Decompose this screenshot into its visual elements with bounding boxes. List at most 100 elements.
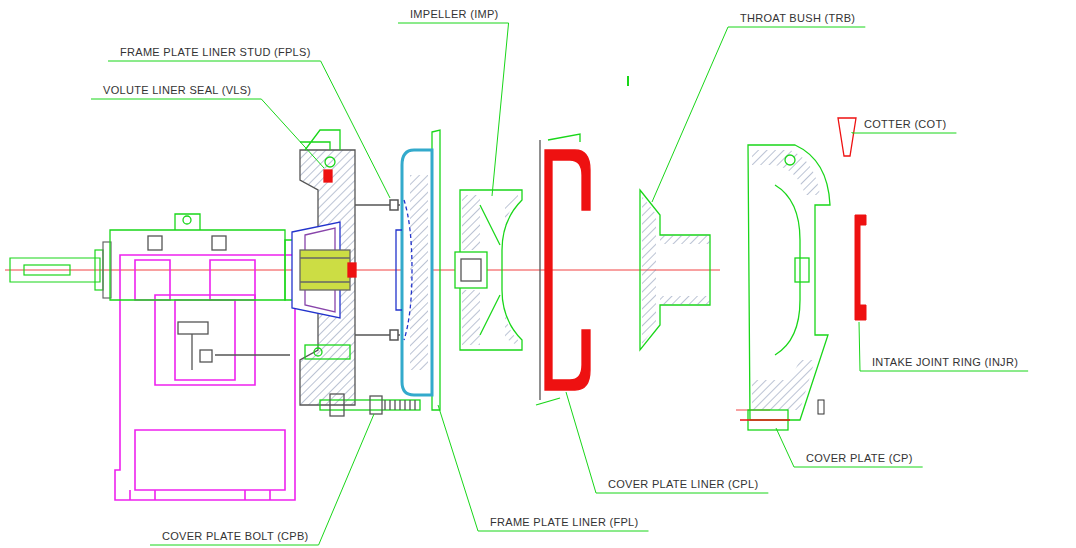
liner-stud (390, 200, 398, 210)
leader-line (319, 414, 374, 545)
frame-plate-liner (402, 150, 432, 395)
leader-line (859, 322, 860, 371)
bearing-housing (110, 214, 290, 370)
part-label: IMPELLER (IMP) (410, 8, 499, 21)
leader-line (776, 428, 794, 467)
part-label: FRAME PLATE LINER STUD (FPLS) (120, 46, 311, 59)
cover-plate-liner (536, 134, 590, 405)
shaft (24, 265, 70, 275)
cover-plate (752, 360, 815, 410)
frame-plate-liner (396, 230, 402, 310)
bearing-pedestal (115, 255, 295, 500)
shaft (10, 242, 111, 298)
throat-bush (640, 190, 710, 350)
bearing-pedestal (135, 260, 170, 300)
part-label: COVER PLATE (CP) (806, 452, 913, 465)
marker (818, 400, 824, 414)
liner-stud (390, 330, 398, 340)
impeller (480, 295, 500, 335)
label-underline (398, 23, 509, 24)
bearing-pedestal (130, 490, 270, 500)
frame-plate (348, 263, 356, 277)
frame-plate (305, 345, 350, 359)
impeller (480, 205, 500, 245)
bearing-housing (110, 230, 285, 300)
throat-bush (660, 235, 710, 244)
bearing-pedestal (175, 300, 235, 380)
label-underline (91, 99, 261, 100)
bearing-housing (191, 334, 192, 370)
cover-plate (785, 155, 795, 165)
intake-joint-ring (855, 215, 866, 320)
shaft (95, 250, 103, 290)
part-label: THROAT BUSH (TRB) (740, 12, 855, 25)
frame-plate-liner (396, 130, 440, 410)
label-underline (728, 27, 865, 28)
bearing-housing (148, 236, 162, 250)
leader-line (566, 392, 596, 493)
part-label: COVER PLATE LINER (CPL) (608, 478, 758, 491)
bearing-pedestal (115, 255, 295, 500)
cover-plate-bolt (370, 396, 382, 414)
bearing-housing (215, 354, 290, 355)
throat-bush (640, 190, 710, 350)
frame-plate (314, 348, 322, 356)
impeller (505, 310, 518, 346)
leader-line (652, 27, 728, 202)
bearing-housing (175, 214, 200, 230)
impeller (462, 290, 480, 345)
cover-plate-liner (548, 134, 580, 142)
part-label: COTTER (COT) (864, 118, 946, 131)
impeller (455, 252, 487, 288)
frame-plate (300, 250, 350, 290)
bearing-housing (183, 216, 191, 224)
bearing-pedestal (210, 260, 255, 300)
cotter (838, 118, 856, 156)
leader-line (438, 405, 478, 531)
part-label: VOLUTE LINER SEAL (VLS) (103, 84, 251, 97)
label-underline (150, 545, 319, 546)
leader-line (261, 99, 324, 168)
centre-line (5, 270, 720, 271)
bearing-housing (200, 350, 212, 362)
label-underline (794, 467, 923, 468)
cover-plate-bolt (320, 394, 420, 416)
impeller (461, 259, 481, 281)
impeller (505, 194, 518, 230)
leader-line (852, 132, 853, 133)
cover-plate (795, 258, 809, 282)
frame-plate (300, 257, 350, 258)
marker (627, 76, 629, 86)
frame-plate-liner (404, 200, 412, 340)
frame-plate (325, 157, 335, 167)
cover-plate-bolt (385, 400, 415, 410)
frame-plate (285, 130, 356, 405)
impeller (462, 195, 480, 250)
part-label: FRAME PLATE LINER (FPL) (490, 516, 639, 529)
throat-bush (642, 196, 656, 344)
cover-plate-bolt (330, 394, 344, 416)
part-label: COVER PLATE BOLT (CPB) (162, 530, 309, 543)
cover-plate (752, 150, 820, 195)
cover-plate-liner (539, 140, 540, 400)
cover-plate (740, 419, 790, 420)
leader-line (492, 23, 509, 196)
cover-plate-liner (545, 150, 590, 390)
label-underline (478, 531, 649, 532)
cover-plate (775, 185, 800, 355)
impeller (455, 190, 522, 350)
cover-plate (740, 145, 830, 430)
shaft (10, 258, 100, 282)
bearing-pedestal (155, 295, 255, 385)
cover-plate-liner (536, 398, 560, 405)
bearing-pedestal (135, 430, 285, 490)
label-underline (852, 133, 956, 134)
frame-plate (300, 130, 340, 150)
label-underline (596, 493, 768, 494)
bearing-housing (212, 236, 226, 250)
frame-plate-liner (410, 175, 428, 370)
throat-bush (660, 296, 710, 305)
